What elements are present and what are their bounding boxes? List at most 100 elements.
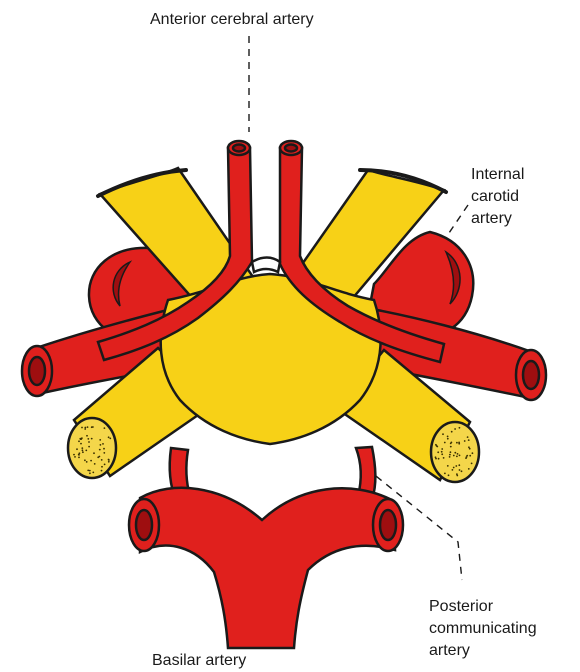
stipple-dot [444,442,446,444]
stipple-dot [104,427,106,429]
stipple-dot [82,451,84,453]
stipple-dot [459,455,461,457]
stipple-dot [469,455,471,457]
basilar-artery-shape [129,447,403,648]
stipple-dot [108,461,110,463]
stipple-dot [100,444,102,446]
stipple-dot [451,431,453,433]
stipple-dot [80,443,82,445]
stipple-dot [442,433,444,435]
stipple-dot [441,448,443,450]
stipple-dot [91,426,93,428]
stipple-dot [108,459,110,461]
stipple-dot [88,446,90,448]
middle-cerebral-left-lumen [29,357,45,385]
stipple-dot [90,460,92,462]
stipple-dot [454,452,456,454]
stipple-dot [82,449,84,451]
stipple-dot [109,438,111,440]
label-anterior-cerebral-artery: Anterior cerebral artery [150,9,314,31]
label-posterior-communicating-line-1: Posterior [429,596,537,618]
stipple-dot [456,456,458,458]
stipple-dot [454,428,456,430]
anterior-communicating-artery [252,258,280,273]
stipple-dot [452,469,454,471]
stipple-dot [103,448,105,450]
stipple-dot [438,458,440,460]
stipple-dot [449,456,451,458]
anterior-cerebral-right-lumen [285,145,297,152]
stipple-dot [91,438,93,440]
stipple-dot [81,447,83,449]
stipple-dot [435,456,437,458]
stipple-dot [443,457,445,459]
stipple-dot [444,473,446,475]
stipple-dot [78,454,80,456]
label-internal-carotid-line-3: artery [471,208,524,230]
stipple-dot [79,438,81,440]
stipple-dot [466,455,468,457]
stipple-dot [453,467,455,469]
stipple-dot [449,454,451,456]
stipple-dot [97,456,99,458]
stipple-dot [464,440,466,442]
stipple-dot [101,470,103,472]
label-internal-carotid-line-1: Internal [471,164,524,186]
stipple-dot [458,464,460,466]
stipple-dot [447,438,449,440]
stipple-dot [78,457,80,459]
label-internal-carotid-line-2: carotid [471,186,524,208]
stipple-dot [94,463,96,465]
stipple-dot [102,443,104,445]
stipple-dot [447,436,449,438]
stipple-dot [458,442,460,444]
stipple-dot [76,448,78,450]
stipple-dot [101,466,103,468]
label-internal-carotid-artery: Internal carotid artery [471,164,524,230]
stipple-dot [99,439,101,441]
stipple-dot [86,435,88,437]
stipple-dot [84,427,86,429]
stipple-dot [99,449,101,451]
stipple-dot [468,446,470,448]
stipple-dot [87,426,89,428]
stipple-dot [92,472,94,474]
stipple-dot [74,456,76,458]
stipple-dot [101,459,103,461]
stipple-dot [461,470,463,472]
stipple-dot [450,451,452,453]
label-posterior-communicating-line-3: artery [429,640,537,662]
stipple-dot [456,473,458,475]
stipple-dot [73,454,75,456]
stipple-dot [459,427,461,429]
stipple-dot [467,436,469,438]
stipple-dot [435,444,437,446]
stipple-dot [81,427,83,429]
stipple-dot [468,439,470,441]
stipple-dot [468,468,470,470]
stipple-dot [451,442,453,444]
stipple-dot [84,459,86,461]
stipple-dot [86,461,88,463]
stipple-dot [437,451,439,453]
stipple-dot [457,453,459,455]
stipple-dot [455,465,457,467]
stipple-dot [79,452,81,454]
stipple-dot [453,455,455,457]
basilar-body [140,488,395,648]
stipple-dot [104,464,106,466]
posterior-cerebral-left-lumen [136,510,152,540]
stipple-dot [78,440,80,442]
stipple-dot [89,470,91,472]
stipple-dot [448,474,450,476]
stipple-dot [450,446,452,448]
stipple-dot [85,450,87,452]
stipple-dot [108,436,110,438]
stipple-dot [441,451,443,453]
stipple-dot [472,452,474,454]
anterior-cerebral-left-lumen [233,145,245,152]
stipple-dot [471,463,473,465]
label-basilar-artery: Basilar artery [152,650,246,672]
stipple-dot [87,470,89,472]
